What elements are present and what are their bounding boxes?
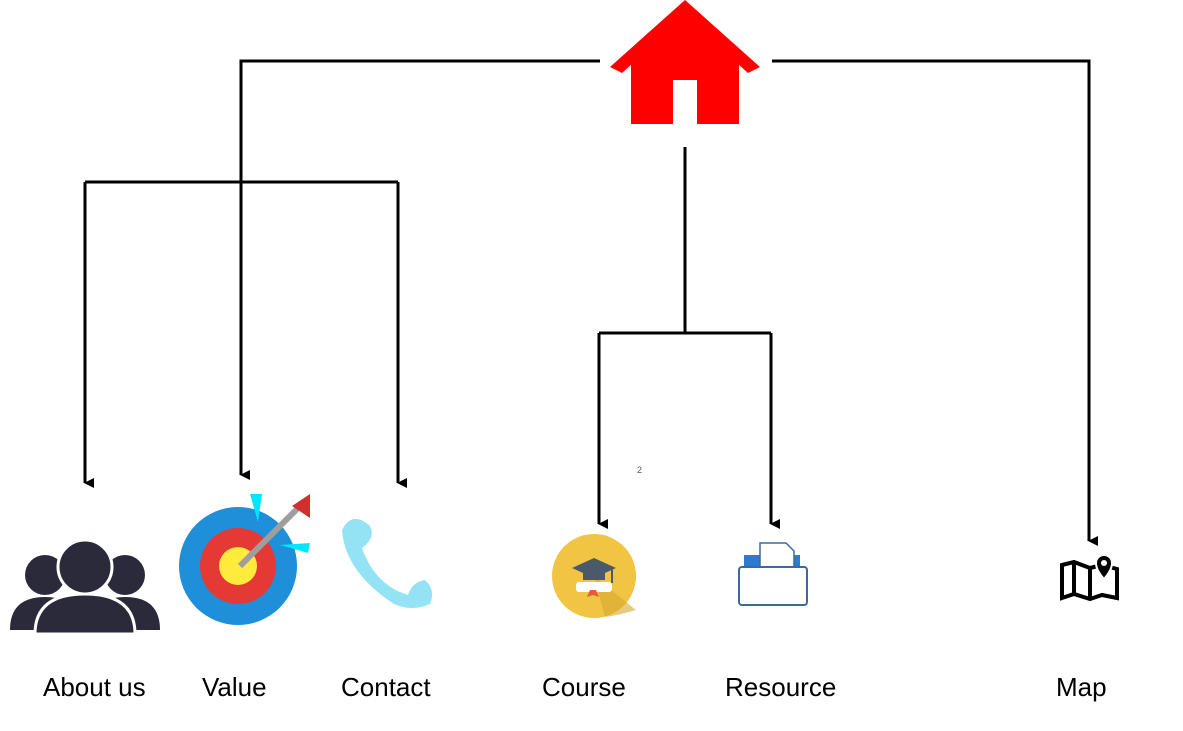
connector-home-to-map: [772, 59, 1098, 546]
label-contact[interactable]: Contact: [341, 672, 431, 702]
phone-icon[interactable]: [342, 518, 433, 608]
home-icon[interactable]: [610, 0, 760, 124]
label-course[interactable]: Course: [542, 672, 626, 702]
label-resource[interactable]: Resource: [725, 672, 837, 702]
map-pin-icon[interactable]: [1060, 554, 1119, 602]
label-map[interactable]: Map: [1056, 672, 1107, 702]
connectors: [83, 59, 1098, 546]
folder-document-icon[interactable]: [738, 542, 808, 606]
target-icon[interactable]: [179, 494, 310, 625]
graduation-cap-icon[interactable]: [552, 534, 636, 618]
connector-home-to-value: [239, 59, 600, 480]
label-about-us[interactable]: About us: [43, 672, 146, 702]
label-value[interactable]: Value: [202, 672, 267, 702]
users-icon[interactable]: [10, 538, 160, 636]
page-number: 2: [637, 465, 643, 475]
